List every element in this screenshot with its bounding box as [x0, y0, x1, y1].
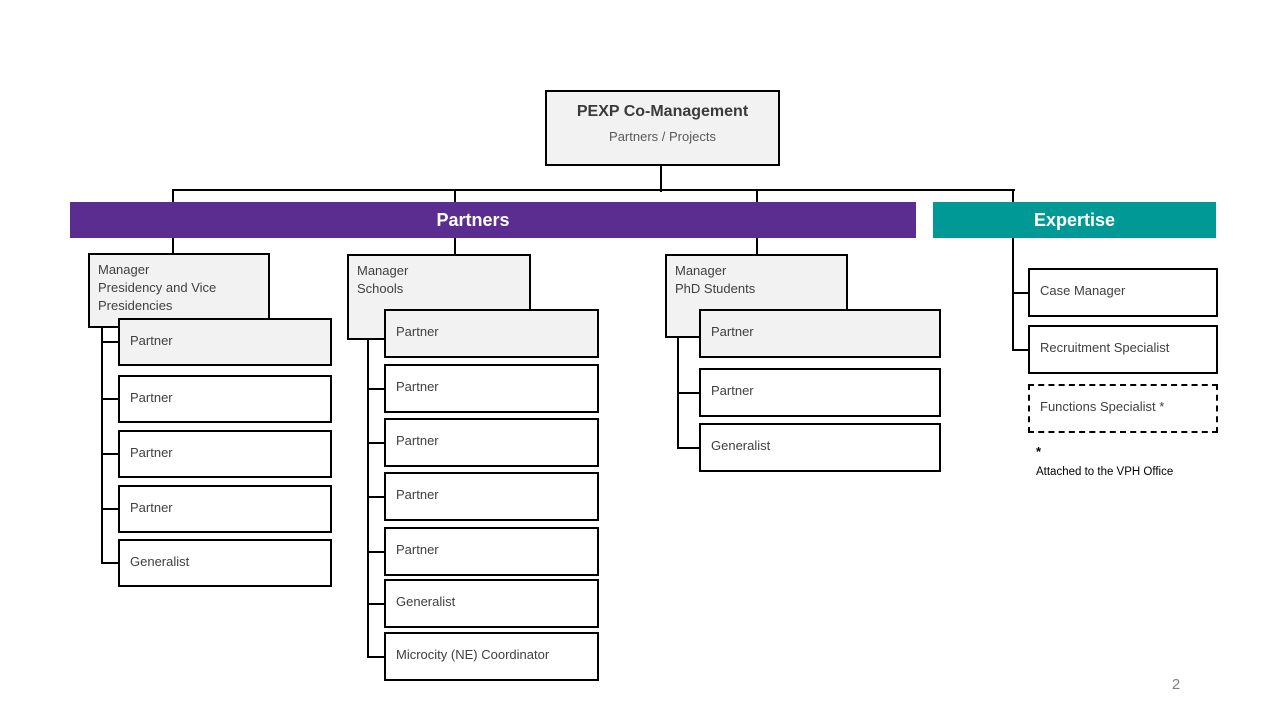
connector-line [101, 273, 103, 564]
org-box-phd-students-0: Partner [699, 309, 941, 358]
connector-line [367, 387, 384, 390]
connector-line [101, 341, 118, 343]
connector-line [660, 166, 662, 192]
connector-line [367, 495, 384, 498]
org-box-schools-1: Partner [384, 364, 599, 413]
org-box-expertise-1: Recruitment Specialist [1028, 325, 1218, 374]
connector-line [101, 508, 118, 510]
connector-line [367, 655, 384, 658]
org-box-presidency-3: Partner [118, 485, 332, 533]
org-box-presidency-1: Partner [118, 375, 332, 423]
connector-line [367, 550, 384, 553]
footnote-text: Attached to the VPH Office [1036, 466, 1174, 478]
connector-line [101, 398, 118, 400]
connector-line [677, 274, 679, 449]
manager-box-presidency: Manager Presidency and Vice Presidencies [88, 253, 270, 328]
connector-line [1012, 348, 1028, 351]
band-partners: Partners [70, 202, 916, 238]
root-box: PEXP Co-Management Partners / Projects [545, 90, 780, 166]
connector-line [1012, 189, 1014, 349]
connector-line [101, 453, 118, 455]
connector-line [101, 562, 118, 564]
org-box-schools-2: Partner [384, 418, 599, 467]
org-box-phd-students-2: Generalist [699, 423, 941, 472]
connector-line [677, 446, 699, 449]
footnote-marker: * [1036, 444, 1042, 459]
root-box-title: PEXP Co-Management [576, 103, 749, 120]
org-box-schools-3: Partner [384, 472, 599, 521]
org-box-schools-4: Partner [384, 527, 599, 576]
connector-line [367, 602, 384, 605]
connector-line [172, 189, 1015, 191]
connector-line [367, 441, 384, 444]
org-box-schools-6: Microcity (NE) Coordinator [384, 632, 599, 681]
org-box-schools-0: Partner [384, 309, 599, 358]
org-box-expertise-0: Case Manager [1028, 268, 1218, 317]
band-expertise: Expertise [933, 202, 1216, 238]
org-box-presidency-0: Partner [118, 318, 332, 366]
root-box-subtitle: Partners / Projects [609, 129, 716, 144]
connector-line [367, 274, 369, 658]
org-box-phd-students-1: Partner [699, 368, 941, 417]
org-box-schools-5: Generalist [384, 579, 599, 628]
connector-line [677, 391, 699, 394]
org-box-presidency-4: Generalist [118, 539, 332, 587]
connector-line [1012, 291, 1028, 294]
org-box-presidency-2: Partner [118, 430, 332, 478]
org-box-expertise-2: Functions Specialist * [1028, 384, 1218, 433]
page-number: 2 [1171, 676, 1181, 693]
